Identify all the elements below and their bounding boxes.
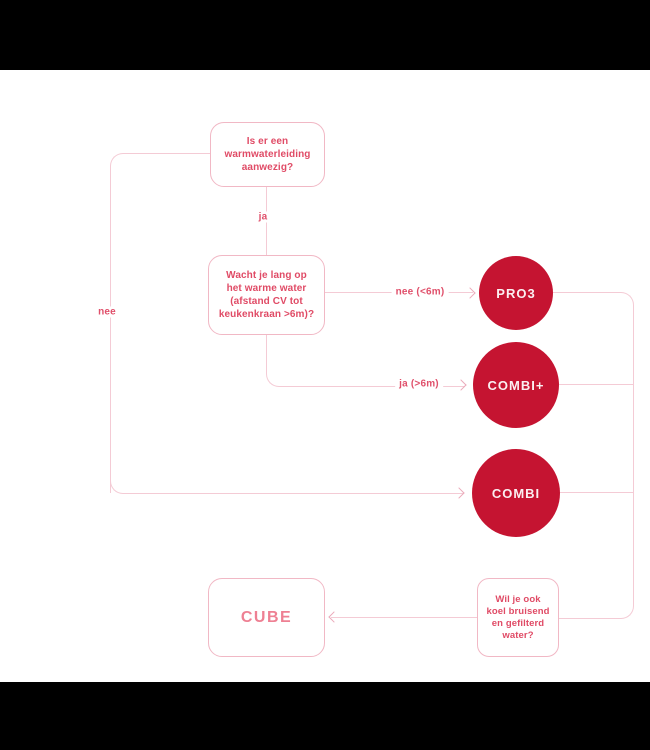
arrow-right-icon — [464, 287, 476, 299]
decision-box-line: het warme water — [226, 283, 307, 294]
result-circle-combiplus: COMBI+ — [473, 342, 559, 428]
decision-box-line: koel bruisend — [486, 605, 550, 617]
letterbox-bar-bottom — [0, 682, 650, 750]
decision-box-line: aanwezig? — [241, 162, 294, 173]
result-box-label: CUBE — [240, 608, 293, 626]
connector-right-down-to-q3 — [557, 452, 634, 619]
decision-box-line: en gefilterd — [491, 617, 545, 629]
connector-q3-to-cube — [331, 617, 477, 618]
connector-q2-to-combiplus — [266, 333, 465, 387]
decision-box-line: keukenkraan >6m)? — [218, 309, 315, 320]
edge-label-ja: ja — [254, 211, 272, 223]
edge-label-nee-6m: nee (<6m) — [391, 286, 449, 298]
decision-box-line: water? — [502, 629, 534, 641]
letterbox-bar-top — [0, 0, 650, 70]
edge-label-nee: nee — [94, 306, 120, 318]
decision-box-line: Wacht je lang op — [226, 270, 307, 281]
decision-box-koelwater: Wil je ook koel bruisend en gefilterd wa… — [477, 578, 559, 657]
connector-pro3-right-down — [552, 292, 634, 453]
result-circle-pro3: PRO3 — [479, 256, 553, 330]
arrow-left-icon — [328, 611, 340, 623]
edge-label-ja-6m: ja (>6m) — [395, 378, 443, 390]
result-circle-label: COMBI+ — [487, 377, 545, 393]
decision-box-warmwaterleiding: Is er een warmwaterleiding aanwezig? — [210, 122, 325, 187]
decision-box-line: (afstand CV tot — [230, 296, 303, 307]
decision-box-wachttijd: Wacht je lang op het warme water (afstan… — [208, 255, 325, 335]
decision-box-line: warmwaterleiding — [224, 149, 311, 160]
connector-combi-right — [560, 492, 633, 493]
connector-nee-top-left — [110, 153, 211, 493]
result-circle-label: COMBI — [491, 485, 541, 501]
connector-nee-to-combi — [110, 452, 463, 494]
result-box-cube: CUBE — [208, 578, 325, 657]
decision-box-line: Wil je ook — [495, 593, 541, 605]
result-circle-label: PRO3 — [496, 285, 536, 301]
connector-combiplus-right — [559, 384, 633, 385]
result-circle-combi: COMBI — [472, 449, 560, 537]
decision-box-line: Is er een — [246, 136, 289, 147]
